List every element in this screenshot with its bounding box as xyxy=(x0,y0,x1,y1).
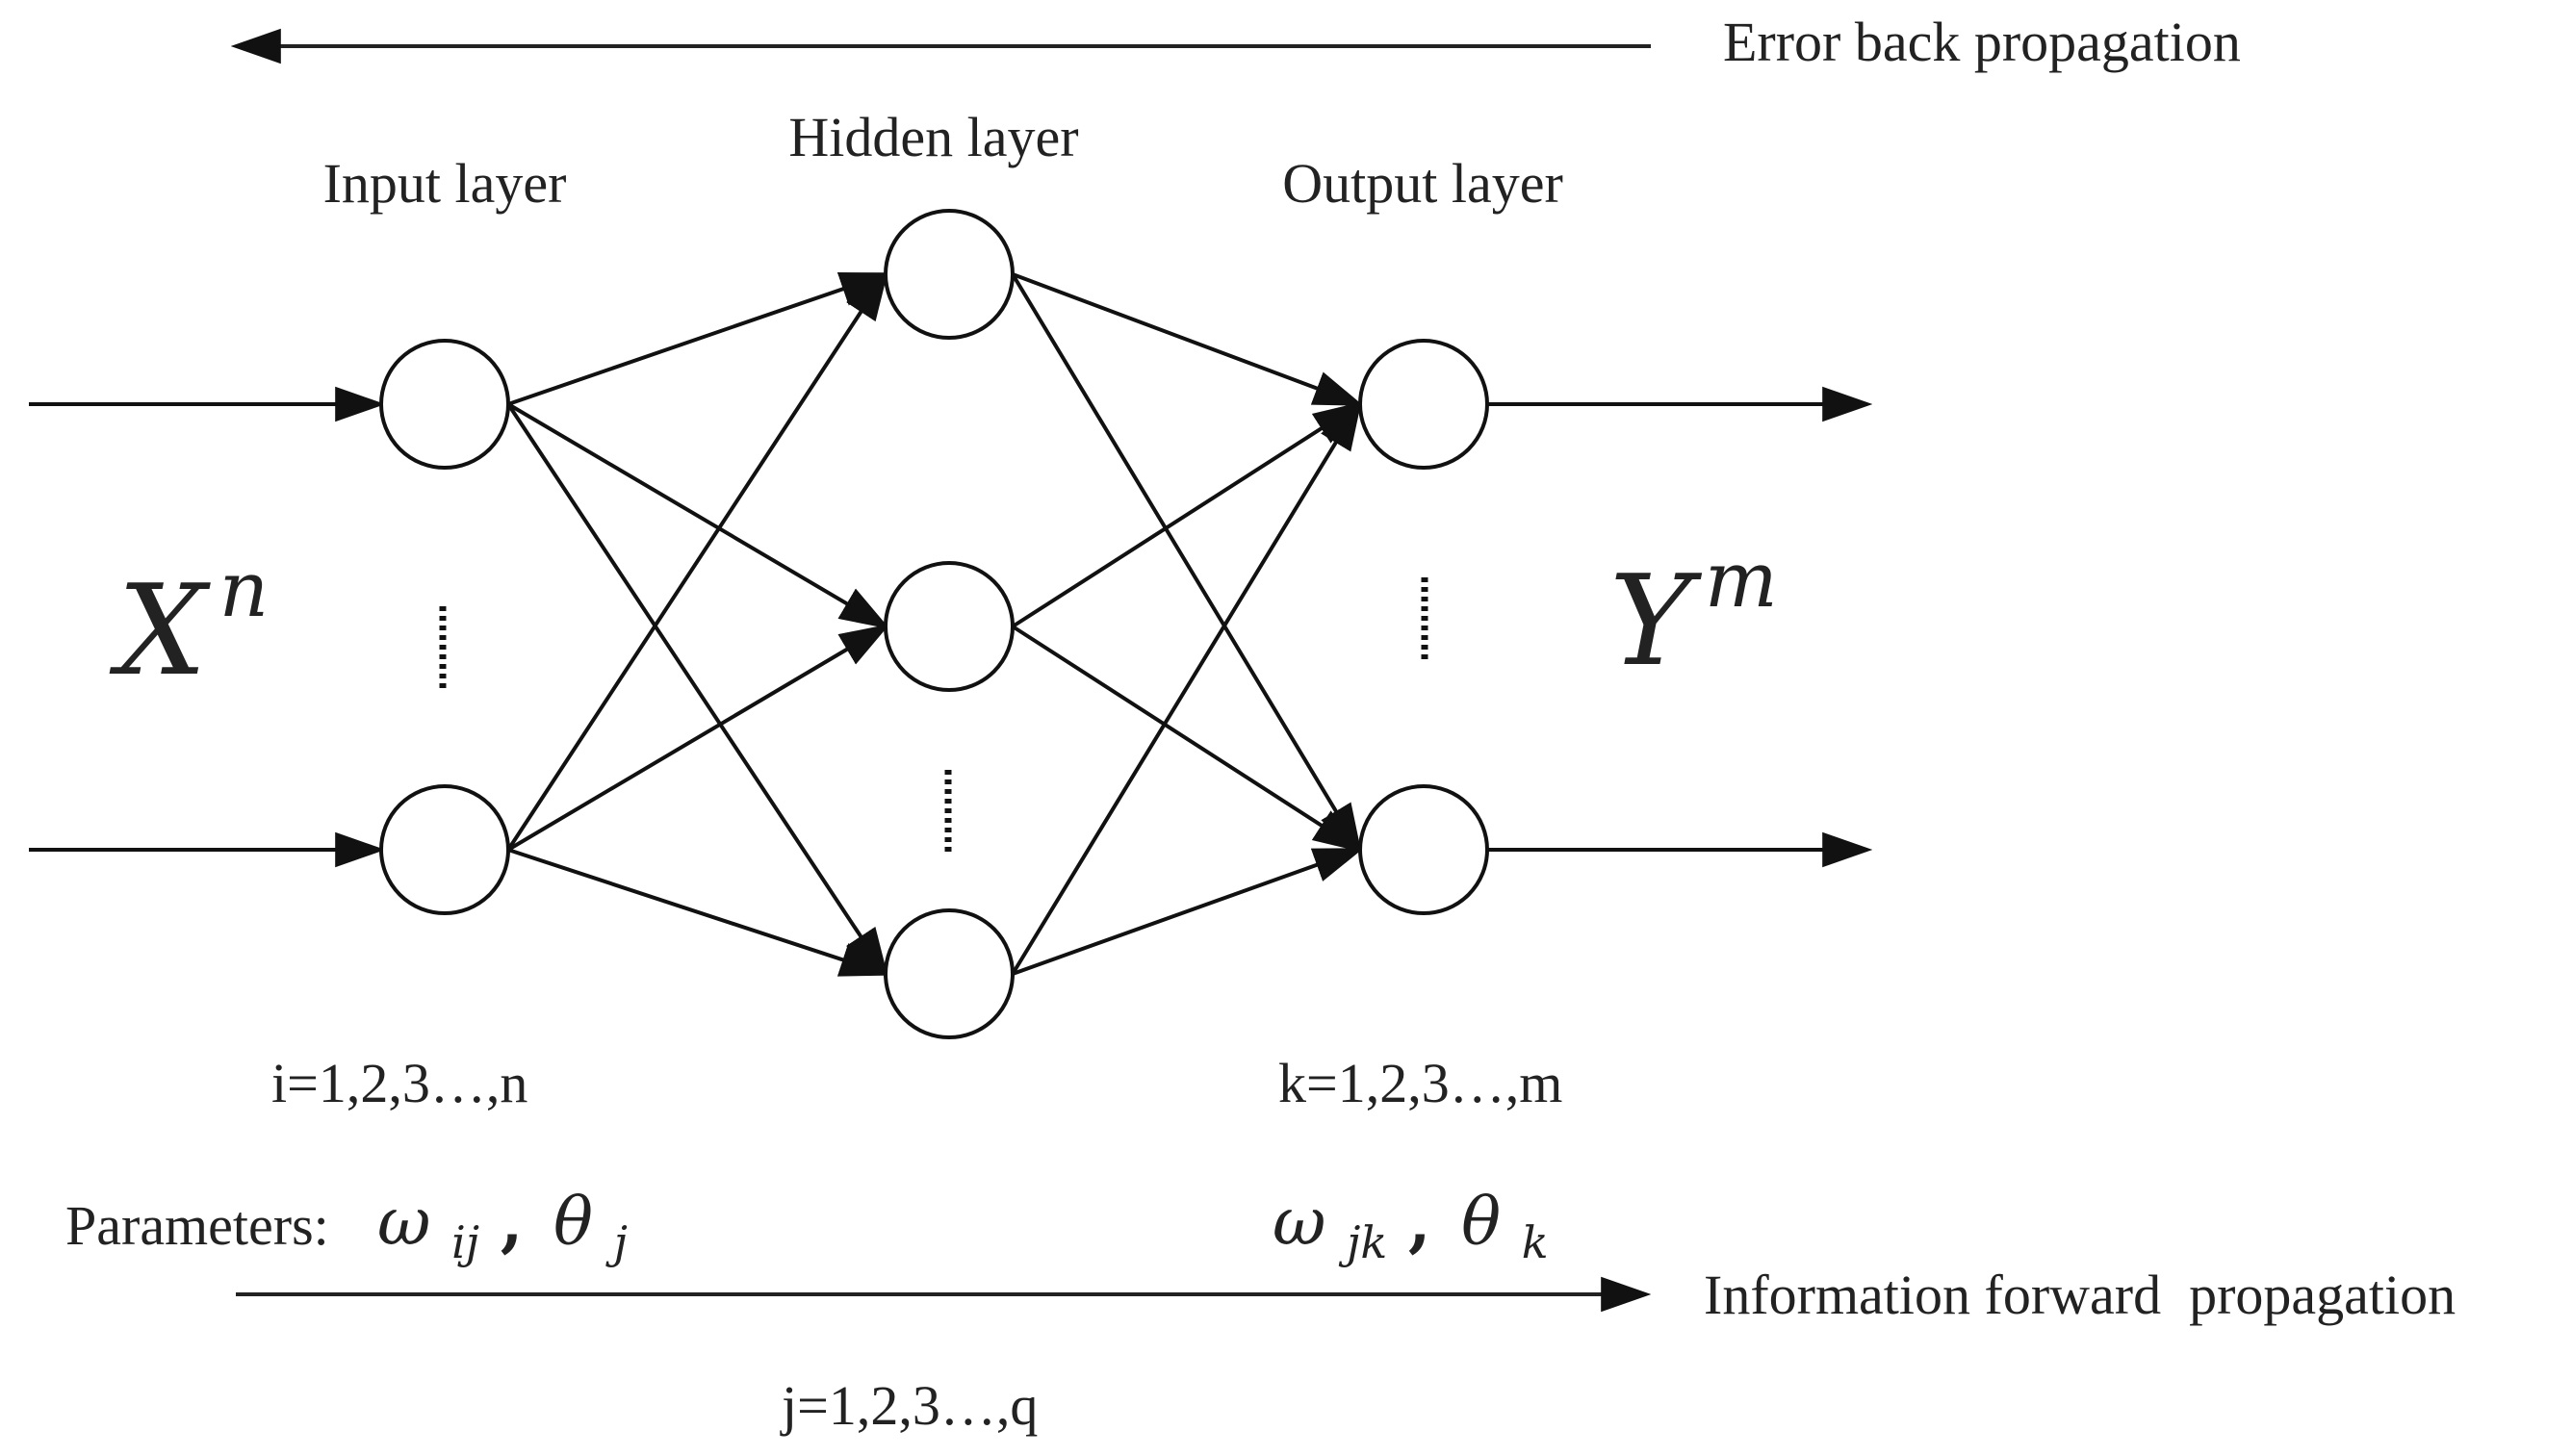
bias-symbol-k: θ xyxy=(1461,1185,1501,1261)
output-node-1 xyxy=(1358,339,1489,470)
index-range-i: i=1,2,3…,n xyxy=(271,1052,527,1114)
hidden-node-q xyxy=(884,908,1015,1039)
hidden-node-2 xyxy=(884,561,1015,692)
edge-input1-hidden1 xyxy=(507,272,890,406)
parameter-separator-1: , xyxy=(501,1184,524,1261)
index-range-j: j=1,2,3…,q xyxy=(780,1374,1038,1437)
input-symbol-superscript: n xyxy=(219,545,270,634)
edge-input1-hidden3 xyxy=(506,402,888,979)
input-hidden-connections xyxy=(506,269,890,979)
hidden-output-connections xyxy=(1011,272,1364,976)
output-node-m xyxy=(1358,784,1489,915)
hidden-node-1 xyxy=(884,209,1015,340)
bias-symbol-j: θ xyxy=(553,1185,593,1261)
edge-hidden2-output1 xyxy=(1011,401,1364,628)
weight-subscript-ij: ij xyxy=(451,1216,479,1268)
output-symbol-superscript: m xyxy=(1705,535,1778,625)
parameters-label: Parameters: xyxy=(65,1194,329,1257)
edge-hidden3-output1 xyxy=(1011,399,1362,976)
parameters-hidden-output: ω jk , θ k xyxy=(1273,1184,1549,1274)
input-node-1 xyxy=(379,339,510,470)
input-node-n xyxy=(379,784,510,915)
edge-hidden1-output1 xyxy=(1012,272,1364,406)
edge-hidden3-output2 xyxy=(1012,848,1364,976)
input-layer-title: Input layer xyxy=(323,152,567,215)
input-symbol: X n xyxy=(109,545,269,703)
weight-subscript-jk: jk xyxy=(1338,1216,1387,1268)
output-symbol: Y m xyxy=(1609,535,1778,694)
parameters-input-hidden: ω ij , θ j xyxy=(377,1184,628,1274)
parameter-separator-2: , xyxy=(1408,1184,1431,1261)
bias-subscript-k: k xyxy=(1522,1216,1549,1268)
error-back-propagation-label: Error back propagation xyxy=(1723,11,2241,73)
edge-input2-hidden2 xyxy=(506,624,890,852)
forward-propagation-label: Information forward propagation xyxy=(1704,1264,2456,1326)
edge-input1-hidden2 xyxy=(506,402,890,629)
edge-input2-hidden1 xyxy=(506,269,888,852)
edge-hidden1-output2 xyxy=(1011,272,1362,855)
weight-symbol-ij: ω xyxy=(377,1185,430,1261)
bias-subscript-j: j xyxy=(605,1216,628,1268)
output-layer-title: Output layer xyxy=(1282,152,1563,215)
edge-hidden2-output2 xyxy=(1011,625,1364,853)
weight-symbol-jk: ω xyxy=(1273,1185,1325,1261)
index-range-k: k=1,2,3…,m xyxy=(1278,1052,1562,1114)
hidden-layer-title: Hidden layer xyxy=(788,106,1078,168)
input-symbol-base: X xyxy=(109,557,211,703)
output-symbol-base: Y xyxy=(1609,548,1703,694)
edge-input2-hidden3 xyxy=(507,848,890,977)
